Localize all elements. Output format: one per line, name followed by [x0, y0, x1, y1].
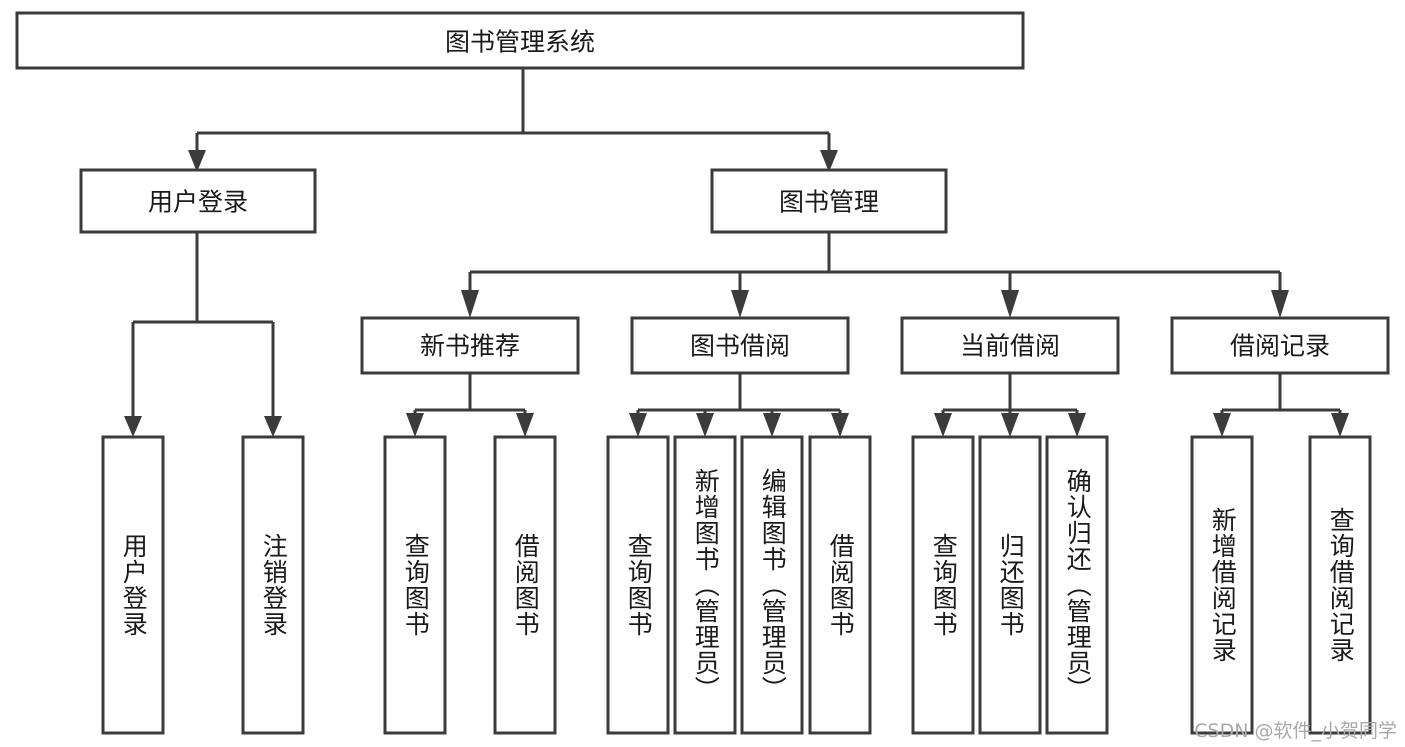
arrow-user-login-leaf-1-icon	[124, 416, 142, 437]
leaf-box-cb-2[interactable]	[978, 435, 1042, 735]
leaf-box-bb-1[interactable]	[606, 435, 670, 735]
connector-group-borrow-record	[1213, 373, 1349, 437]
arrow-br-leaf-2-icon	[1331, 413, 1349, 437]
node-book-borrow-label: 图书借阅	[690, 332, 790, 361]
leaf-box-bb-3[interactable]	[740, 435, 804, 735]
arrow-nbr-leaf-2-icon	[516, 413, 534, 437]
arrow-nbr-leaf-1-icon	[406, 413, 424, 437]
leaf-box-br-2[interactable]	[1308, 435, 1372, 735]
node-user-login-label: 用户登录	[148, 188, 248, 217]
leaf-box-bb-4[interactable]	[808, 435, 872, 735]
leaf-box-bb-2[interactable]	[673, 435, 737, 735]
arrow-root-to-user-login-icon	[188, 150, 206, 172]
node-borrow-record-label: 借阅记录	[1230, 332, 1330, 361]
node-book-mgmt-box[interactable]	[710, 168, 948, 234]
node-root-label: 图书管理系统	[445, 28, 595, 57]
arrow-cb-leaf-2-icon	[1001, 413, 1019, 437]
arrow-bb-leaf-2-icon	[696, 413, 714, 437]
node-new-book-recommend-label: 新书推荐	[420, 332, 520, 361]
arrow-to-new-book-recommend-icon	[461, 290, 479, 318]
node-current-borrow-box[interactable]	[900, 316, 1120, 375]
connector-group-book-borrow	[629, 373, 849, 437]
arrow-root-to-book-mgmt-icon	[820, 150, 838, 172]
csdn-watermark: CSDN @软件_小贺同学	[1194, 720, 1397, 742]
arrow-br-leaf-1-icon	[1213, 413, 1231, 437]
arrow-user-login-leaf-2-icon	[264, 416, 282, 437]
node-new-book-recommend-box[interactable]	[360, 316, 580, 375]
connector-group-user-login	[124, 232, 282, 437]
connector-group-book-mgmt	[461, 232, 1289, 318]
node-borrow-record-box[interactable]	[1170, 316, 1390, 375]
node-current-borrow-label: 当前借阅	[960, 332, 1060, 361]
arrow-bb-leaf-4-icon	[831, 413, 849, 437]
node-user-login-box[interactable]	[79, 168, 317, 234]
leaf-box-nbr-2[interactable]	[493, 435, 557, 735]
node-book-borrow-box[interactable]	[630, 316, 850, 375]
arrow-to-borrow-record-icon	[1271, 290, 1289, 318]
arrow-bb-leaf-1-icon	[629, 413, 647, 437]
arrow-bb-leaf-3-icon	[763, 413, 781, 437]
leaf-box-user-login-2[interactable]	[241, 435, 305, 735]
node-root-box[interactable]	[15, 11, 1025, 70]
leaf-box-nbr-1[interactable]	[383, 435, 447, 735]
leaf-box-cb-3[interactable]	[1045, 435, 1109, 735]
arrow-to-book-borrow-icon	[731, 290, 749, 318]
arrow-cb-leaf-1-icon	[934, 413, 952, 437]
arrow-cb-leaf-3-icon	[1068, 413, 1086, 437]
connector-group-current-borrow	[934, 373, 1086, 437]
connector-group-root	[188, 68, 838, 172]
node-book-mgmt-label: 图书管理	[779, 188, 879, 217]
leaf-box-cb-1[interactable]	[911, 435, 975, 735]
leaf-box-user-login-1[interactable]	[101, 435, 165, 735]
leaf-box-br-1[interactable]	[1190, 435, 1254, 735]
arrow-to-current-borrow-icon	[1001, 290, 1019, 318]
connector-group-new-book-recommend	[406, 373, 534, 437]
